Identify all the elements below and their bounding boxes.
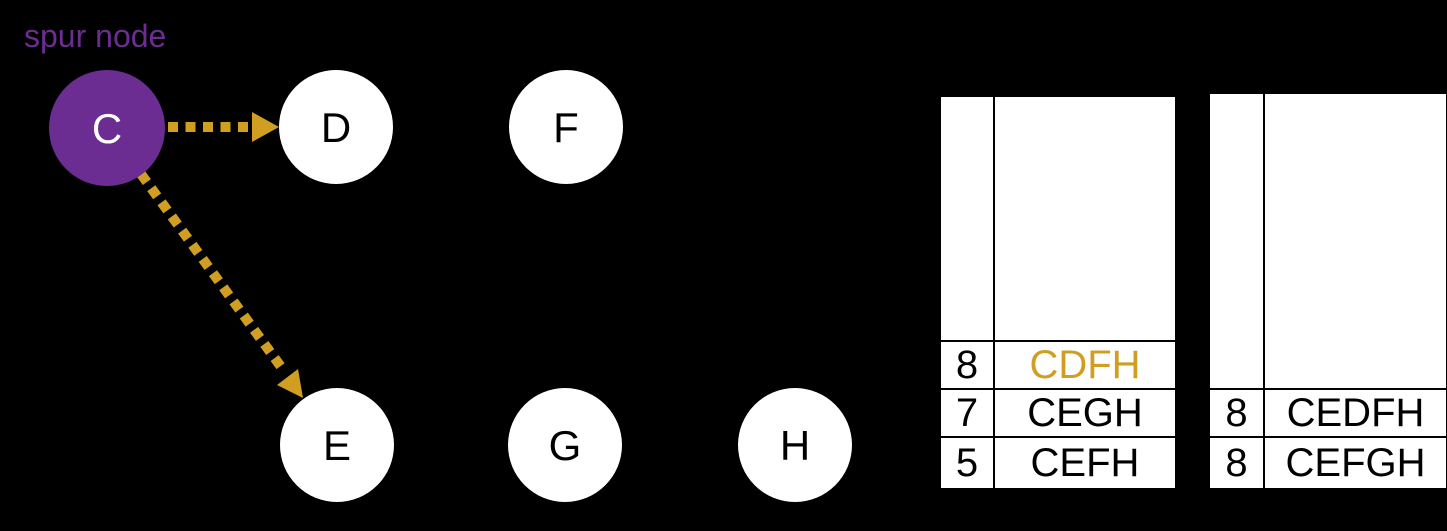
edge-c-e-arrowhead-icon	[277, 369, 303, 398]
node-g: G	[508, 388, 622, 502]
path-cost-cell: 7	[939, 388, 995, 438]
path-cell: CEDFH	[1263, 388, 1447, 438]
node-f-circle	[509, 70, 623, 184]
table-row: 5 CEFH	[939, 436, 1177, 490]
node-e: E	[280, 388, 394, 502]
path-cell: CEFGH	[1263, 436, 1447, 490]
empty-cost-cell	[1208, 92, 1265, 390]
edge-c-e-dashes	[136, 171, 289, 374]
node-g-circle	[508, 388, 622, 502]
empty-path-cell	[993, 95, 1177, 342]
path-cost-cell: 5	[939, 436, 995, 490]
edge-c-d	[168, 112, 279, 142]
node-f: F	[509, 70, 623, 184]
node-c: C	[49, 70, 165, 186]
node-e-label: E	[323, 422, 351, 469]
node-h-circle	[738, 388, 852, 502]
table-row: 8 CEFGH	[1208, 436, 1447, 490]
node-h-label: H	[780, 422, 810, 469]
path-cell: CEFH	[993, 436, 1177, 490]
path-cost-cell: 8	[1208, 388, 1265, 438]
table-row	[939, 95, 1177, 342]
table-row: 8 CDFH	[939, 340, 1177, 390]
table-row	[1208, 92, 1447, 390]
table-row: 8 CEDFH	[1208, 388, 1447, 438]
node-d-circle	[279, 70, 393, 184]
spur-node-label: spur node	[24, 18, 167, 54]
node-c-circle	[49, 70, 165, 186]
candidate-paths-table: 8 CDFH 7 CEGH 5 CEFH	[939, 95, 1177, 490]
edge-c-e	[136, 171, 303, 398]
path-cell: CEGH	[993, 388, 1177, 438]
path-cost-cell: 8	[939, 340, 995, 390]
node-d-label: D	[321, 104, 351, 151]
table-row: 7 CEGH	[939, 388, 1177, 438]
path-cell: CDFH	[993, 340, 1177, 390]
path-cost-cell: 8	[1208, 436, 1265, 490]
node-d: D	[279, 70, 393, 184]
node-f-label: F	[553, 104, 579, 151]
empty-path-cell	[1263, 92, 1447, 390]
node-e-circle	[280, 388, 394, 502]
node-g-label: G	[549, 422, 582, 469]
empty-cost-cell	[939, 95, 995, 342]
edge-c-d-arrowhead-icon	[252, 112, 279, 142]
alternative-paths-table: 8 CEDFH 8 CEFGH	[1208, 92, 1447, 490]
node-c-label: C	[92, 105, 122, 152]
node-h: H	[738, 388, 852, 502]
